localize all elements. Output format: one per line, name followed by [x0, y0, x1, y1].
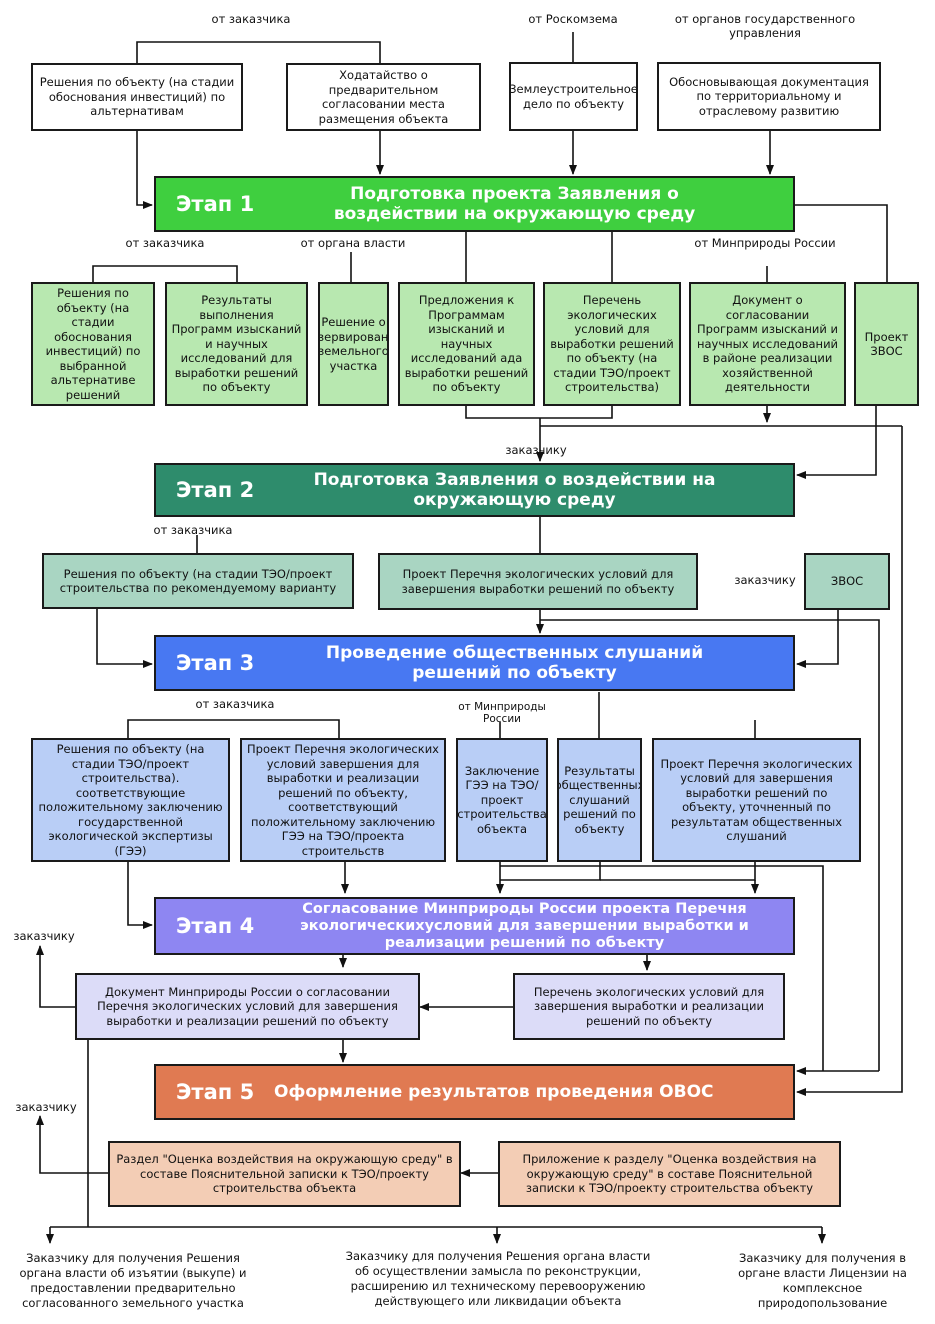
- box-s2-recommended-variant: Решения по объекту (на стадии ТЭО/проект…: [42, 553, 354, 609]
- label-s3-from-minpriroda: от Минприроды России: [458, 701, 546, 725]
- label-s1-from-authority: от органа власти: [300, 236, 406, 250]
- box-s1-zvos-draft: Проект ЗВОС: [854, 282, 919, 406]
- stage-4-label: Этап 4: [176, 914, 255, 938]
- stage-2-label: Этап 2: [176, 478, 255, 502]
- box-s5-ovos-section: Раздел "Оценка воздействия на окружающую…: [108, 1141, 461, 1207]
- box-investment-alternatives: Решения по объекту (на стадии обосновани…: [31, 63, 243, 131]
- stage-3-bar: Этап 3 Проведение общественных слушаний …: [154, 635, 795, 691]
- box-s1-program-proposals: Предложения к Программам изысканий и нау…: [398, 282, 535, 406]
- box-s4-eco-conditions-final: Перечень экологических условий для завер…: [513, 973, 785, 1040]
- bottom-text-land-decision: Заказчику для получения Решения органа в…: [19, 1251, 247, 1310]
- box-site-petition: Ходатайство о предварительном согласован…: [286, 63, 481, 131]
- label-s1-from-minpriroda: от Минприроды России: [694, 236, 836, 250]
- label-to-customer-s4: заказчику: [13, 929, 75, 943]
- label-from-customer-top: от заказчика: [211, 12, 291, 26]
- stage-5-label: Этап 5: [176, 1080, 255, 1104]
- label-s3-from-customer: от заказчика: [195, 697, 275, 711]
- stage-3-label: Этап 3: [176, 651, 255, 675]
- box-s1-survey-results: Результаты выполнения Программ изысканий…: [165, 282, 308, 406]
- box-s1-program-approval: Документ о согласовании Программ изыскан…: [689, 282, 846, 406]
- label-to-customer-zvos: заказчику: [734, 573, 796, 587]
- label-s2-from-customer: от заказчика: [153, 523, 233, 537]
- box-justification-docs: Обосновывающая документация по территори…: [657, 62, 881, 131]
- stage-1-bar: Этап 1 Подготовка проекта Заявления о во…: [154, 176, 795, 232]
- box-land-file: Землеустроительное дело по объекту: [509, 62, 638, 131]
- stage-1-title: Подготовка проекта Заявления о воздейств…: [333, 184, 696, 224]
- stage-2-title: Подготовка Заявления о воздействии на ок…: [313, 470, 716, 510]
- stage-5-title: Оформление результатов проведения ОВОС: [274, 1082, 714, 1102]
- stage-5-bar: Этап 5 Оформление результатов проведения…: [154, 1064, 795, 1120]
- box-s3-gee-conclusion: Заключение ГЭЭ на ТЭО/проект строительст…: [456, 738, 548, 862]
- box-s5-ovos-appendix: Приложение к разделу "Оценка воздействия…: [498, 1141, 841, 1207]
- stage-4-bar: Этап 4 Согласование Минприроды России пр…: [154, 897, 795, 955]
- label-to-customer-s5: заказчику: [15, 1100, 77, 1114]
- label-from-gov-bodies: от органов государственного управления: [674, 12, 856, 40]
- stage-1-label: Этап 1: [176, 192, 255, 216]
- box-s1-land-reservation: Решение о резервировании земельного учас…: [318, 282, 389, 406]
- bottom-text-reconstruction-decision: Заказчику для получения Решения органа в…: [345, 1249, 651, 1308]
- label-from-roskomzem: от Роскомзема: [528, 12, 618, 26]
- box-s4-approval-document: Документ Минприроды России о согласовани…: [75, 973, 420, 1040]
- box-s3-hearing-results: Результаты общественных слушаний решений…: [557, 738, 642, 862]
- box-s3-gee-decisions: Решения по объекту (на стадии ТЭО/проект…: [31, 738, 230, 862]
- label-s1-from-customer: от заказчика: [125, 236, 205, 250]
- box-s2-zvos: ЗВОС: [804, 553, 890, 610]
- box-s3-refined-conditions: Проект Перечня экологических условий для…: [652, 738, 861, 862]
- bottom-text-license: Заказчику для получения в органе власти …: [738, 1251, 907, 1310]
- box-s1-chosen-alternative: Решения по объекту (на стадии обосновани…: [31, 282, 155, 406]
- label-to-customer-s2: заказчику: [505, 443, 567, 457]
- box-s2-eco-conditions-draft: Проект Перечня экологических условий для…: [378, 553, 698, 610]
- stage-4-title: Согласование Минприроды России проекта П…: [300, 900, 749, 951]
- stage-3-title: Проведение общественных слушаний решений…: [325, 643, 704, 683]
- box-s3-eco-conditions-gee: Проект Перечня экологических условий зав…: [240, 738, 446, 862]
- stage-2-bar: Этап 2 Подготовка Заявления о воздействи…: [154, 463, 795, 517]
- box-s1-eco-conditions: Перечень экологических условий для выраб…: [543, 282, 681, 406]
